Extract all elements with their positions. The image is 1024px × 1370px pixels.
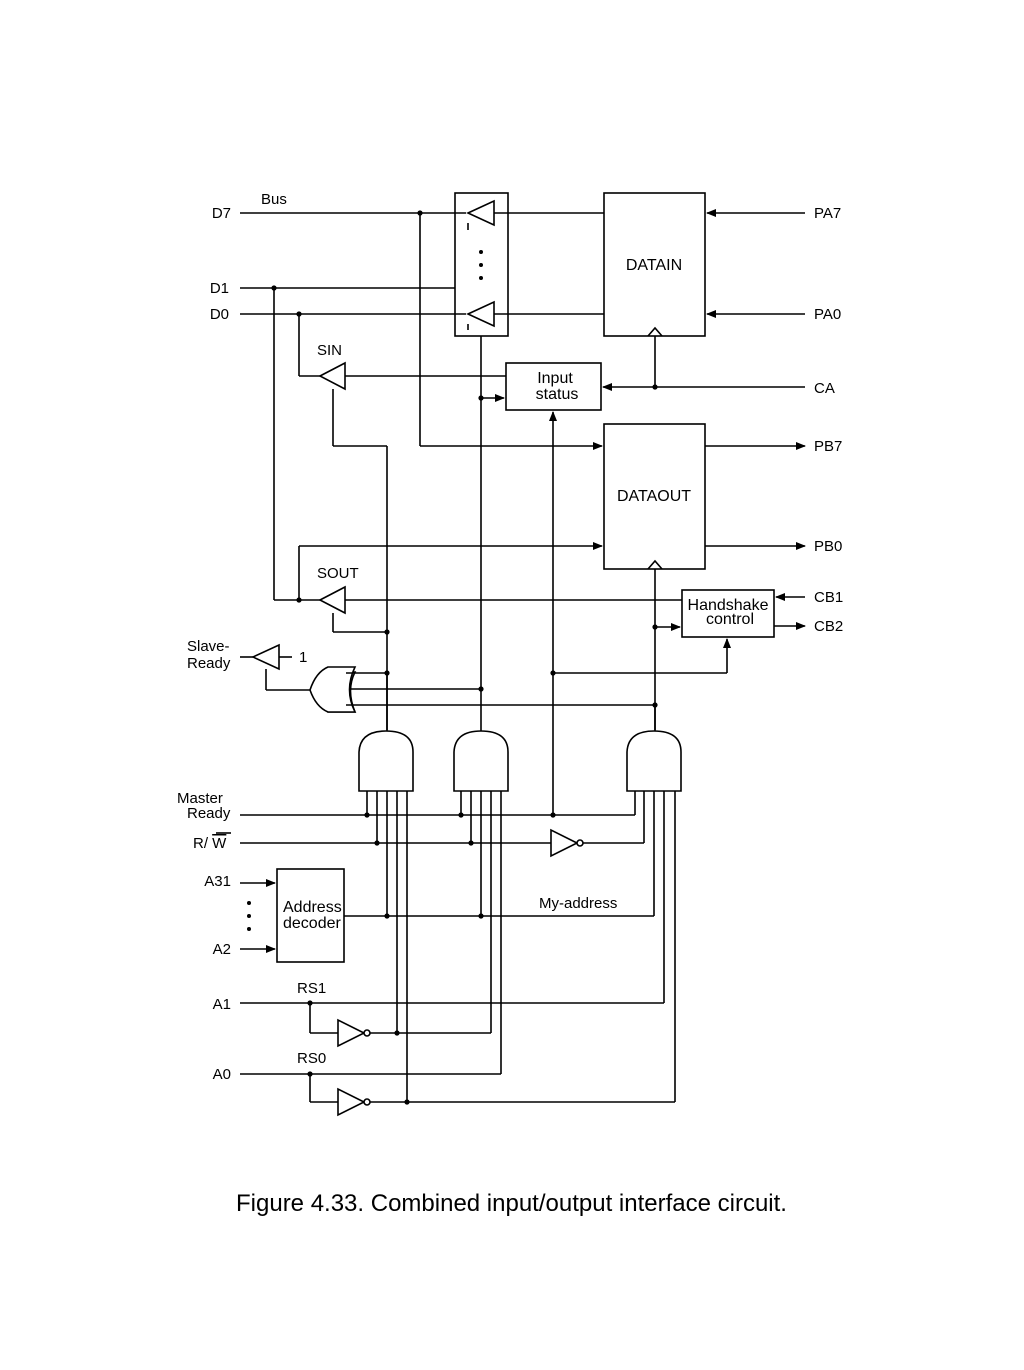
a2-label: A2 [213,941,231,958]
rw-inverter-icon [550,828,579,858]
sin-label: SIN [317,342,342,359]
slave-ready-label-2: Ready [187,655,231,672]
handshake-control: Handshake control [550,569,806,730]
input-status-label-2: status [536,386,579,403]
d0-label: D0 [210,306,229,323]
rs1-label: RS1 [297,980,326,997]
slave-ready-label-1: Slave- [187,638,230,655]
slave-ready-buffer-icon [251,643,280,671]
input-buffer-group [454,192,604,337]
constant-one-label: 1 [299,649,307,666]
decoder-label-1: Address [283,899,342,916]
buffer-d7-icon [466,199,495,227]
handshake-label-2: control [706,611,754,628]
slave-ready-logic: 1 [240,643,658,713]
sout-buffer-icon [318,585,346,615]
input-status-block: Input status [478,362,805,815]
cb2-label: CB2 [814,618,843,635]
rs0-label: RS0 [297,1050,326,1067]
pa0-label: PA0 [814,306,841,323]
sout-label: SOUT [317,565,359,582]
d1-label: D1 [210,280,229,297]
rw-label: R/ W [193,835,227,852]
input-status-label-1: Input [537,370,573,387]
address-decoder: Address decoder [276,868,345,963]
handshake-label-1: Handshake [688,597,769,614]
master-ready-label-1: Master [177,790,223,807]
datain-label: DATAIN [626,257,682,274]
figure-caption: Figure 4.33. Combined input/output inter… [236,1190,787,1217]
a31-label: A31 [204,873,231,890]
and-gate-3-icon [626,730,682,792]
ca-label: CA [814,380,835,397]
dataout-label: DATAOUT [617,488,691,505]
pb0-label: PB0 [814,538,842,555]
register-select-logic [240,1000,675,1117]
rw-prefix: R/ [193,835,212,852]
or-gate-body [309,666,357,713]
signal-labels: Bus D7 D1 D0 PA7 PA0 CA PB7 PB0 CB1 CB2 … [177,191,843,1083]
decoder-label-2: decoder [283,915,341,932]
and-gates [358,336,682,1105]
dataout-register: DATAOUT [298,213,806,600]
pb7-label: PB7 [814,438,842,455]
cb1-label: CB1 [814,589,843,606]
control-lines [240,812,654,953]
and-gate-2-icon [453,730,509,792]
a0-label: A0 [213,1066,231,1083]
and-gate-1-icon [358,730,414,792]
pa7-label: PA7 [814,205,841,222]
sin-buffer-icon [318,361,346,391]
buffer-d0-icon [466,300,495,328]
my-address-label: My-address [539,895,617,912]
rs0-inverter-icon [337,1087,366,1117]
bus-lines [240,210,466,317]
bus-label: Bus [261,191,287,208]
a1-label: A1 [213,996,231,1013]
master-ready-label-2: Ready [187,805,231,822]
sout-buffer [273,288,682,635]
rs1-inverter-icon [337,1018,366,1048]
d7-label: D7 [212,205,231,222]
rw-w-overbar: W [212,835,227,852]
datain-register: DATAIN [603,192,805,387]
